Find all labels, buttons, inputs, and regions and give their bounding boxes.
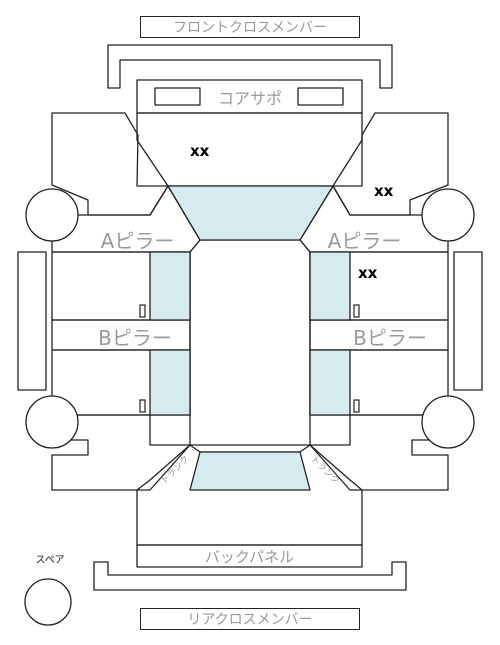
left-front-wheel[interactable] bbox=[25, 188, 79, 242]
left-rear-window[interactable] bbox=[149, 349, 191, 416]
door-handle-right-rear bbox=[353, 399, 360, 413]
headlight-right bbox=[297, 87, 344, 106]
b-pillar-right-part[interactable] bbox=[309, 319, 449, 351]
spare-label: スペア bbox=[35, 554, 65, 566]
right-front-window[interactable] bbox=[309, 251, 351, 321]
hood-panel[interactable] bbox=[136, 112, 363, 187]
left-rear-wheel[interactable] bbox=[25, 395, 79, 449]
door-handle-left-front bbox=[139, 304, 146, 318]
right-rear-wheel[interactable] bbox=[421, 395, 475, 449]
headlight-left bbox=[154, 87, 201, 106]
right-front-wheel[interactable] bbox=[421, 188, 475, 242]
windshield[interactable] bbox=[167, 185, 334, 241]
rear-cross-member-label: リアクロスメンバー bbox=[140, 608, 360, 630]
a-pillar-left-label: Aピラー bbox=[100, 229, 175, 253]
right-front-fender-mark: xx bbox=[374, 182, 394, 200]
right-rear-window[interactable] bbox=[309, 349, 351, 416]
b-pillar-right-label: Bピラー bbox=[353, 325, 427, 350]
door-handle-left-rear bbox=[139, 399, 146, 413]
back-panel-part[interactable] bbox=[136, 544, 363, 568]
rear-cross-member-bracket bbox=[93, 561, 407, 591]
rear-window[interactable] bbox=[189, 451, 311, 491]
left-front-window[interactable] bbox=[149, 251, 191, 321]
back-panel-label: バックパネル bbox=[204, 547, 295, 566]
right-side-sill[interactable] bbox=[453, 251, 483, 391]
b-pillar-left-label: Bピラー bbox=[98, 325, 172, 350]
b-pillar-left-part[interactable] bbox=[51, 319, 191, 351]
right-rear-fender[interactable] bbox=[309, 414, 449, 491]
spare-tire[interactable] bbox=[24, 578, 72, 626]
front-cross-member-label: フロントクロスメンバー bbox=[140, 16, 360, 38]
a-pillar-right-label: Aピラー bbox=[327, 229, 402, 253]
left-rear-fender[interactable] bbox=[51, 414, 191, 491]
hood-mark: xx bbox=[190, 142, 210, 160]
left-side-sill[interactable] bbox=[17, 251, 47, 391]
front-cross-member-bracket bbox=[107, 44, 393, 89]
core-support-label: コアサポ bbox=[217, 89, 282, 108]
roof-panel[interactable] bbox=[189, 239, 311, 453]
door-handle-right-front bbox=[353, 304, 360, 318]
right-front-door-mark: xx bbox=[358, 264, 378, 282]
